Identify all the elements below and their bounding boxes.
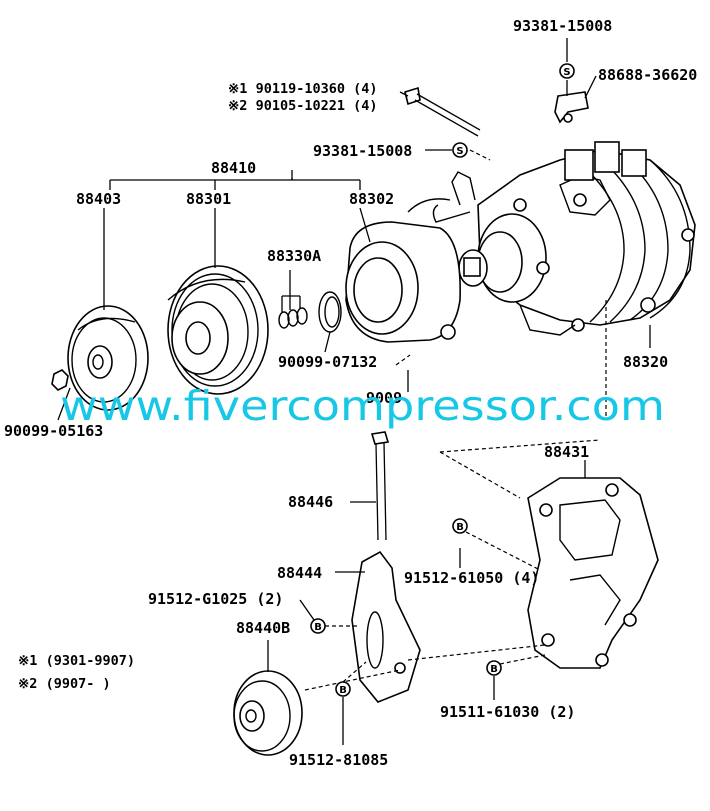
svg-text:S: S <box>456 146 463 157</box>
label-88410: 88410 <box>211 159 256 177</box>
label-91512-61050: 91512-61050 (4) <box>404 569 539 587</box>
label-93381-mid: 93381-15008 <box>313 142 412 160</box>
label-88301: 88301 <box>186 190 231 208</box>
compressor-body-drawing <box>432 141 696 336</box>
long-bolt-drawing <box>370 431 390 541</box>
bolt-symbol-81085: B <box>335 681 351 697</box>
shims-drawing <box>278 270 308 329</box>
label-88403: 88403 <box>76 190 121 208</box>
idler-pulley-drawing <box>233 670 303 756</box>
label-91512-81085: 91512-81085 <box>289 751 388 769</box>
label-88431: 88431 <box>544 443 589 461</box>
label-bolt-note2: ※2 90105-10221 (4) <box>228 98 377 114</box>
tension-bracket-drawing <box>351 550 421 703</box>
label-91511-61030: 91511-61030 (2) <box>440 703 575 721</box>
through-bolt-drawing <box>404 86 481 137</box>
leader-lines <box>57 38 651 745</box>
label-9009-partial: 9009 <box>366 389 402 407</box>
label-88330A: 88330A <box>267 247 321 265</box>
label-bolt-note1: ※1 90119-10360 (4) <box>228 81 377 97</box>
label-88440B: 88440B <box>236 619 290 637</box>
label-90099-07132: 90099-07132 <box>278 353 377 371</box>
svg-text:B: B <box>314 622 322 633</box>
label-note2: ※2 (9907- ) <box>18 676 111 692</box>
label-88320: 88320 <box>623 353 668 371</box>
stator-coil-drawing <box>345 198 461 343</box>
bolt-symbol-g1025: B <box>310 618 326 634</box>
watermark-text: www.fivercompressor.com <box>60 382 665 430</box>
mounting-bracket-88431-drawing <box>527 477 659 669</box>
svg-text:B: B <box>490 664 498 675</box>
label-91512-G1025: 91512-G1025 (2) <box>148 590 283 608</box>
label-note1: ※1 (9301-9907) <box>18 653 135 669</box>
bracket-88688-drawing <box>554 91 589 124</box>
snap-ring-drawing <box>318 291 342 333</box>
washer-symbol-top: S <box>559 63 575 79</box>
washer-symbol-mid: S <box>452 142 468 158</box>
label-88446: 88446 <box>288 493 333 511</box>
label-90099-05163: 90099-05163 <box>4 422 103 440</box>
bolt-symbol-61030: B <box>486 660 502 676</box>
nut-drawing <box>51 369 69 391</box>
pulley-drawing <box>167 265 269 395</box>
clutch-plate-drawing <box>67 305 149 411</box>
svg-text:B: B <box>339 685 347 696</box>
label-88688: 88688-36620 <box>598 66 697 84</box>
label-88444: 88444 <box>277 564 322 582</box>
svg-text:B: B <box>456 522 464 533</box>
label-93381-top: 93381-15008 <box>513 17 612 35</box>
label-88302: 88302 <box>349 190 394 208</box>
svg-text:S: S <box>563 67 570 78</box>
bolt-symbol-61050: B <box>452 518 468 534</box>
